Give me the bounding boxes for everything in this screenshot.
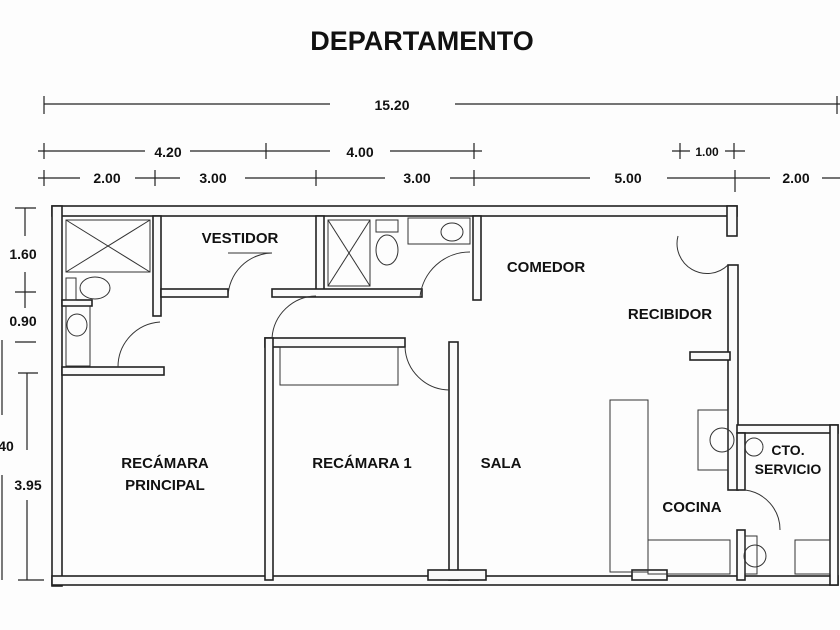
dim-label: 2.00: [93, 170, 120, 186]
dim-label: 1.00: [695, 145, 719, 159]
room-label-vestidor: VESTIDOR: [202, 230, 279, 247]
room-label-recibidor: RECIBIDOR: [628, 306, 712, 323]
dim-label: 3.95: [14, 477, 41, 493]
room-label-recamara-principal: PRINCIPAL: [125, 477, 205, 494]
room-label-cocina: COCINA: [662, 499, 721, 516]
room-label-cto-servicio: CTO.: [771, 442, 804, 458]
dim-total-width: 15.20: [374, 97, 409, 113]
dim-label: 1.60: [9, 246, 36, 262]
dim-label: 4.00: [346, 144, 373, 160]
dim-label: 3.00: [403, 170, 430, 186]
room-label-comedor: COMEDOR: [507, 259, 586, 276]
dim-label: 0.90: [9, 313, 36, 329]
dim-label: 5.00: [614, 170, 641, 186]
room-label-sala: SALA: [481, 455, 522, 472]
fixtures: [65, 217, 831, 575]
plan-title: DEPARTAMENTO: [310, 26, 534, 56]
room-label-recamara-principal: RECÁMARA: [121, 455, 209, 472]
room-label-recamara-1: RECÁMARA 1: [312, 455, 411, 472]
dimension-lines: [1, 96, 840, 581]
dim-label: 3.00: [199, 170, 226, 186]
walls: [51, 205, 839, 587]
dim-label: 2.00: [782, 170, 809, 186]
dim-label: 4.20: [154, 144, 181, 160]
dim-label: 40: [0, 438, 14, 454]
room-label-cto-servicio: SERVICIO: [755, 461, 822, 477]
